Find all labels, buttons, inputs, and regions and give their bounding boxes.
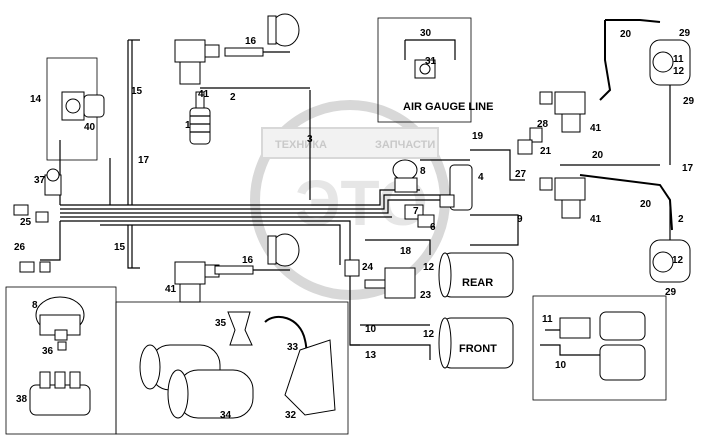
label-32: 32: [285, 410, 297, 421]
label-12-chamber-bottom: 12: [672, 255, 684, 266]
label-8-main: 8: [420, 166, 426, 177]
label-12-chamber-top: 12: [673, 66, 685, 77]
label-11-chamber: 11: [673, 54, 684, 65]
part-35-strap: [227, 311, 253, 346]
part-34-tanks: [139, 344, 254, 419]
chamber-29-top: [649, 39, 691, 86]
label-41-bottom: 41: [165, 284, 177, 295]
label-29-top: 29: [679, 28, 691, 39]
label-9: 9: [517, 214, 523, 225]
component-28: [529, 127, 543, 143]
chamber-top: [267, 13, 300, 47]
label-20-top: 20: [620, 29, 632, 40]
label-20-bottom: 20: [640, 199, 652, 210]
label-10-main: 10: [365, 324, 377, 335]
label-11-inset: 11: [542, 314, 553, 325]
label-35: 35: [215, 318, 227, 329]
chamber-29-bottom: [649, 239, 691, 283]
label-23: 23: [420, 290, 432, 301]
component-24: [344, 259, 360, 277]
part-38-detail: [29, 371, 91, 416]
label-14: 14: [30, 94, 42, 105]
label-40: 40: [84, 122, 96, 133]
tank-front-label: FRONT: [459, 343, 497, 355]
component-6: [417, 214, 435, 228]
label-24: 24: [362, 262, 374, 273]
label-34: 34: [220, 410, 232, 421]
component-37: [44, 168, 62, 196]
label-19: 19: [472, 131, 484, 142]
label-25: 25: [20, 217, 32, 228]
label-21: 21: [540, 146, 552, 157]
label-37: 37: [34, 175, 46, 186]
component-11-inset: [559, 311, 646, 381]
label-27: 27: [515, 169, 527, 180]
label-41-top: 41: [198, 89, 210, 100]
label-29-mid: 29: [683, 96, 695, 107]
label-12-front: 12: [423, 329, 435, 340]
label-10-inset: 10: [555, 360, 567, 371]
valve-41-right-bottom: [539, 177, 586, 219]
label-17-left: 17: [138, 155, 150, 166]
tank-rear: REAR: [438, 252, 514, 298]
label-3: 3: [307, 134, 313, 145]
inset-box-32-35: [115, 301, 349, 435]
label-41-right-top: 41: [590, 123, 602, 134]
inset-box-11: [532, 295, 667, 401]
label-17-right: 17: [682, 163, 694, 174]
label-15-bottom: 15: [114, 242, 126, 253]
filter-1: [189, 91, 211, 145]
inset-box-air-gauge: [377, 17, 472, 123]
label-18: 18: [400, 246, 412, 257]
label-7: 7: [413, 206, 419, 217]
label-36: 36: [42, 346, 54, 357]
label-41-right-bottom: 41: [590, 214, 602, 225]
part-36-detail: [57, 341, 67, 351]
component-21: [517, 139, 533, 155]
watermark-text-left: ТЕХНИКА: [275, 139, 327, 151]
fitting-25: [13, 204, 49, 223]
label-12-rear: 12: [423, 262, 435, 273]
label-33: 33: [287, 342, 299, 353]
part-32-bracket: [284, 339, 336, 416]
tank-rear-label: REAR: [462, 277, 493, 289]
air-gauge-line-label: AIR GAUGE LINE: [403, 101, 493, 113]
label-31: 31: [425, 56, 437, 67]
manifold-23: [364, 267, 416, 299]
tank-front: FRONT: [438, 317, 514, 369]
label-20-mid: 20: [592, 150, 604, 161]
label-13: 13: [365, 350, 377, 361]
valve-41-right-top: [539, 91, 586, 133]
label-2-left: 2: [230, 92, 236, 103]
label-2-right: 2: [678, 214, 684, 225]
hose-16-top: [224, 47, 264, 57]
label-29-bottom: 29: [665, 287, 677, 298]
label-15-top: 15: [131, 86, 143, 97]
label-16-bottom: 16: [242, 255, 254, 266]
label-6: 6: [430, 222, 436, 233]
valve-41-bottom: [174, 261, 220, 303]
label-26: 26: [14, 242, 26, 253]
label-30: 30: [420, 28, 432, 39]
label-38: 38: [16, 394, 28, 405]
hose-16-bottom: [214, 265, 254, 275]
valve-8: [392, 159, 418, 193]
label-8-inset: 8: [32, 300, 38, 311]
part-8-detail: [35, 296, 85, 341]
fitting-26: [19, 261, 51, 273]
label-16-top: 16: [245, 36, 257, 47]
component-4: [439, 164, 473, 211]
label-4: 4: [478, 172, 484, 183]
valve-41-top: [174, 39, 220, 85]
watermark-text-right: ЗАПЧАСТИ: [375, 139, 435, 151]
chamber-bottom: [267, 233, 300, 267]
label-1: 1: [185, 120, 191, 131]
label-28: 28: [537, 119, 549, 130]
component-40: [61, 91, 105, 121]
gauge-30-31: [414, 59, 436, 79]
